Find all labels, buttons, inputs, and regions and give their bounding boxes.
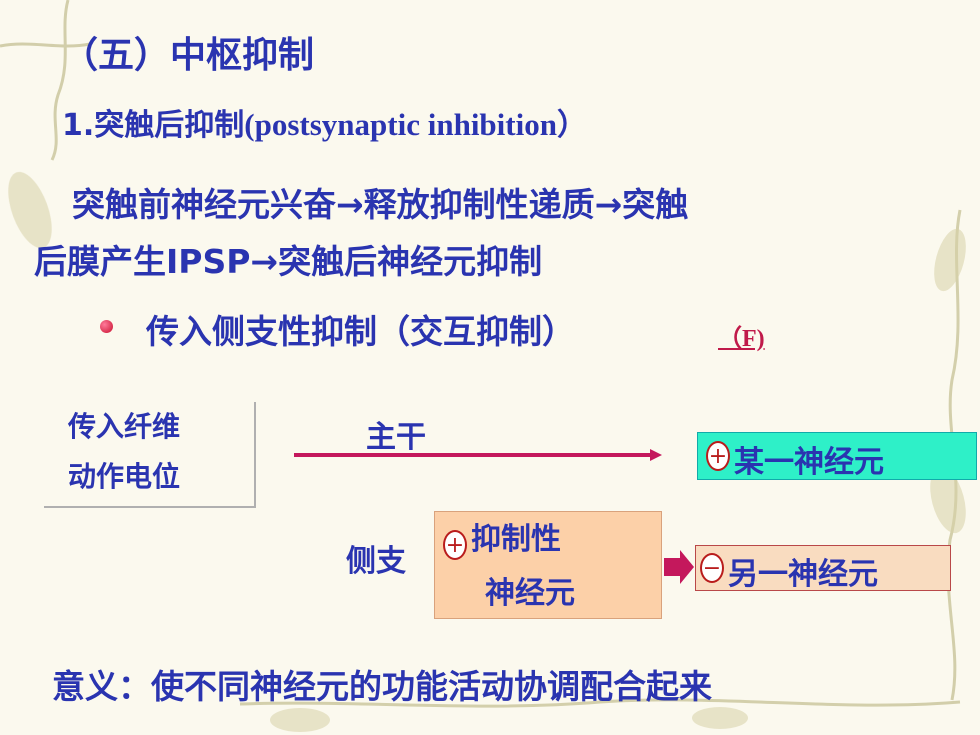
plus-sign-icon: +: [443, 530, 467, 560]
other-neuron-box: − 另一神经元: [695, 545, 951, 592]
minus-sign-icon: −: [700, 553, 724, 583]
figure-reference-link[interactable]: （F): [718, 326, 765, 352]
branch-label: 侧支: [346, 544, 406, 579]
other-neuron-label: 另一神经元: [728, 557, 878, 592]
description-line-2: 后膜产生IPSP→突触后神经元抑制: [34, 242, 543, 281]
branch-arrow: [664, 558, 680, 576]
afferent-line-1: 传入纤维: [68, 410, 181, 443]
inhibitory-neuron-box: + 抑制性 神经元: [434, 511, 662, 619]
plus-sign-icon: +: [706, 441, 730, 471]
target-neuron-box: + 某一神经元: [697, 432, 977, 480]
subtitle-paren-close: ）: [556, 108, 587, 143]
bullet-dot-icon: [100, 320, 113, 333]
description-line-1: 突触前神经元兴奋→释放抑制性递质→突触: [72, 185, 689, 224]
trunk-label: 主干: [366, 420, 426, 455]
afferent-line-2: 动作电位: [68, 460, 181, 493]
page-title: （五）中枢抑制: [62, 35, 315, 76]
subtitle-number: 1.: [62, 108, 95, 143]
subtitle-en: postsynaptic inhibition: [254, 107, 557, 142]
inhibitory-neuron-line-1: 抑制性: [471, 522, 561, 557]
bullet-text: 传入侧支性抑制（交互抑制）: [146, 312, 575, 351]
subtitle-paren-open: (: [244, 107, 255, 142]
section-subtitle: 1.突触后抑制(postsynaptic inhibition）: [62, 100, 587, 144]
inhibitory-neuron-line-2: 神经元: [485, 576, 575, 611]
subtitle-zh: 突触后抑制: [94, 108, 245, 143]
target-neuron-label: 某一神经元: [734, 445, 884, 480]
afferent-fiber-box: 传入纤维 动作电位: [44, 402, 256, 508]
significance-text: 意义：使不同神经元的功能活动协调配合起来: [52, 667, 712, 706]
